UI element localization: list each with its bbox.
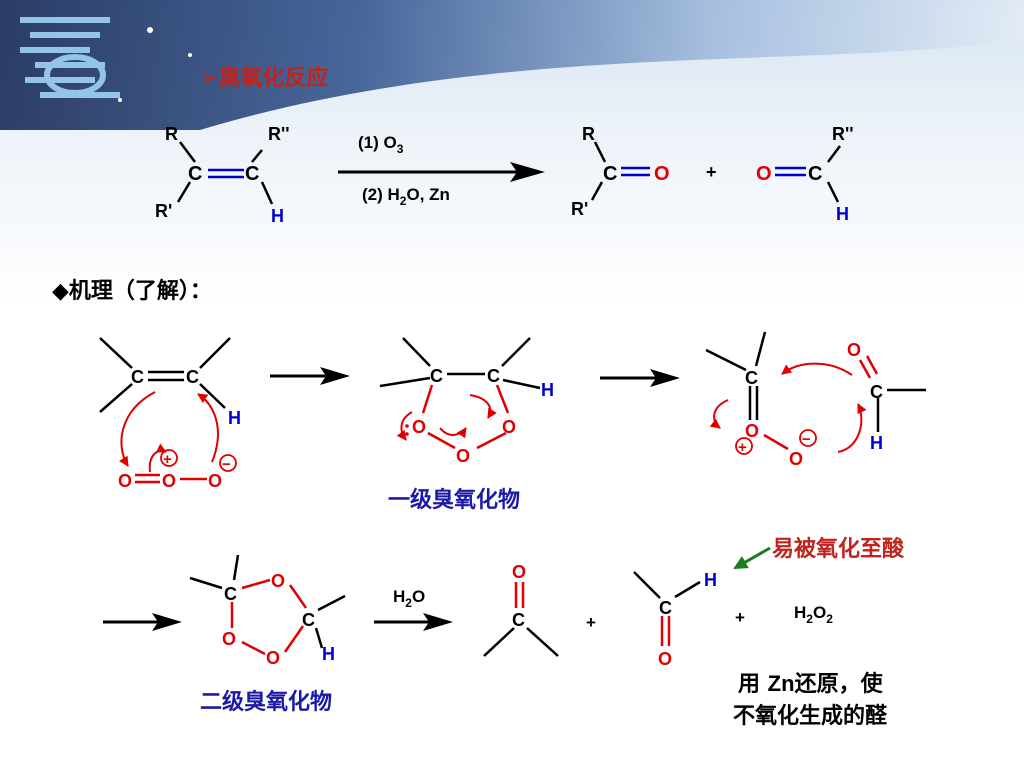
plus-sign: + [586, 613, 596, 632]
atom-o: O [271, 571, 285, 591]
atom-h: H [541, 380, 554, 400]
secondary-ozonide [189, 554, 346, 656]
negative-charge: − [802, 431, 811, 448]
banner-star [188, 53, 192, 57]
lone-pair-dot [405, 432, 409, 436]
curved-arrows-step2 [396, 394, 497, 441]
zn-post: 还原，使 [794, 672, 883, 697]
primary-ozonide [379, 337, 541, 450]
aldehyde-product [775, 145, 841, 203]
curved-arrows-step1 [119, 391, 219, 473]
atom-r-prime: R' [155, 201, 172, 221]
atom-h: H [322, 644, 335, 664]
alkene-reactant [176, 141, 274, 205]
carbonyl-oxide [705, 331, 789, 451]
zn-pre: 用 [738, 672, 768, 697]
ozone-molecule [135, 473, 207, 484]
atom-c: C [603, 163, 617, 185]
atom-r: R [582, 124, 595, 144]
banner-logo-shape [20, 17, 120, 98]
curved-arrows-step3 [709, 362, 867, 453]
ketone-product [590, 141, 650, 201]
aldehyde-intermediate [858, 355, 926, 432]
primary-ozonide-label: 一级臭氧化物 [388, 488, 521, 513]
atom-c: C [512, 610, 525, 630]
plus-sign: + [706, 162, 717, 182]
atom-r-double-prime: R'' [268, 124, 290, 144]
banner-star [118, 98, 122, 102]
atom-h: H [870, 433, 883, 453]
reagent-water: H2O [393, 587, 425, 610]
atom-c: C [487, 366, 500, 386]
mechanism-arrow-head [650, 369, 680, 387]
atom-o: O [756, 163, 772, 185]
atom-c: C [659, 598, 672, 618]
atom-o: O [266, 648, 280, 668]
negative-charge-icon [219, 454, 237, 472]
annotation-zn-line1: 用 Zn还原，使 [738, 666, 883, 698]
lone-pair-dot [405, 424, 409, 428]
atom-r: R [165, 124, 178, 144]
atom-c: C [186, 367, 199, 387]
atom-c: C [188, 163, 202, 185]
atom-o: O [412, 417, 426, 437]
atom-h: H [836, 204, 849, 224]
atom-o: O [512, 562, 526, 582]
negative-charge-icon [799, 429, 817, 447]
positive-charge: + [163, 451, 172, 468]
atom-h: H [228, 408, 241, 428]
atom-c: C [430, 366, 443, 386]
atom-o: O [654, 163, 670, 185]
banner-decoration [0, 0, 1024, 130]
atom-o: O [456, 446, 470, 466]
banner-wave [0, 0, 1024, 130]
atom-c: C [745, 368, 758, 388]
aldehyde-final [633, 571, 701, 646]
atom-r-prime: R' [571, 199, 588, 219]
negative-charge: − [222, 456, 231, 473]
section-title: ➢臭氧化反应 [200, 66, 329, 91]
positive-charge: + [738, 439, 747, 456]
plus-sign: + [735, 608, 745, 627]
ketone-final [483, 582, 559, 657]
atom-o: O [222, 629, 236, 649]
atom-c: C [245, 163, 259, 185]
annotation-zn-line2: 不氧化生成的醛 [733, 704, 888, 729]
banner-star [147, 27, 153, 33]
atom-c: C [808, 163, 822, 185]
atom-o: O [658, 649, 672, 669]
mechanism-alkene [99, 337, 231, 413]
zn-bold: Zn [767, 671, 795, 696]
atom-o: O [502, 417, 516, 437]
atom-c: C [870, 382, 883, 402]
hydrogen-peroxide: H2O2 [794, 603, 833, 626]
atom-c: C [131, 367, 144, 387]
atom-h: H [704, 570, 717, 590]
atom-o: O [162, 471, 176, 491]
atom-c: C [224, 584, 237, 604]
atom-o: O [847, 340, 861, 360]
atom-o: O [208, 471, 222, 491]
mechanism-arrow-head [320, 367, 350, 385]
positive-charge-icon [735, 437, 753, 455]
positive-charge-icon [160, 449, 178, 467]
mechanism-title: ◆机理（了解）： [52, 279, 212, 304]
atom-h: H [271, 206, 284, 226]
mechanism-arrow-head [152, 613, 182, 631]
reagent-ozone: (1) O3 [358, 133, 404, 156]
annotation-oxidized: 易被氧化至酸 [772, 537, 905, 562]
atom-c: C [302, 610, 315, 630]
atom-o: O [745, 421, 759, 441]
green-pointer-arrow [733, 546, 771, 570]
atom-o: O [789, 449, 803, 469]
reagent-water-zinc: (2) H2O, Zn [362, 185, 450, 208]
hydrolysis-arrow-head [423, 613, 453, 631]
atom-o: O [118, 471, 132, 491]
secondary-ozonide-label: 二级臭氧化物 [200, 690, 333, 715]
reaction-arrow-head [510, 162, 545, 182]
atom-r-double-prime: R'' [832, 124, 854, 144]
